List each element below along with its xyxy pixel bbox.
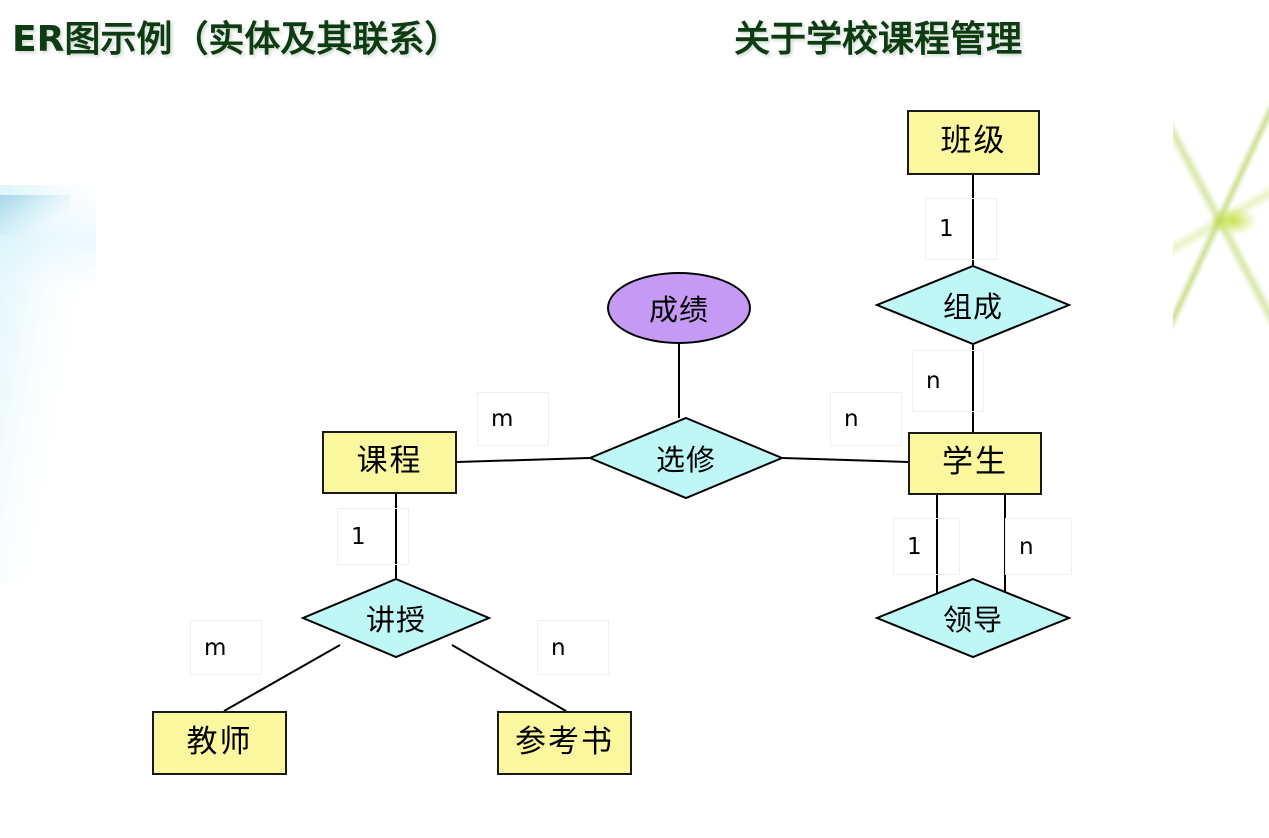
diamond-shape xyxy=(874,264,1072,346)
entity-reference[interactable]: 参考书 xyxy=(497,711,632,775)
cardinality-student-lead-card-1: 1 xyxy=(893,518,960,575)
entity-student[interactable]: 学生 xyxy=(908,432,1042,495)
entity-label: 教师 xyxy=(186,723,253,760)
diamond-shape xyxy=(300,577,492,659)
cardinality-course-elective-card: m xyxy=(477,392,549,446)
relationship-label: 选修 xyxy=(655,443,716,477)
entity-label: 班级 xyxy=(940,123,1007,159)
attribute-score[interactable]: 成绩 xyxy=(607,272,751,344)
relationship-teach[interactable]: 讲授 xyxy=(300,577,492,659)
connector-elective-student xyxy=(782,457,909,463)
relationship-lead[interactable]: 领导 xyxy=(874,577,1072,659)
entity-label: 参考书 xyxy=(515,723,614,760)
cardinality-elective-student-card: n xyxy=(830,392,902,446)
connector-teach-teacher xyxy=(223,644,341,712)
connector-course-elective xyxy=(456,457,590,463)
page-subtitle: 关于学校课程管理 xyxy=(734,19,1023,60)
entity-label: 学生 xyxy=(942,444,1008,480)
entity-class[interactable]: 班级 xyxy=(907,110,1040,175)
entity-label: 课程 xyxy=(356,443,423,479)
diamond-shape xyxy=(874,577,1072,659)
cardinality-compose-student-card: n xyxy=(912,350,984,412)
connector-teach-reference xyxy=(451,644,567,712)
page-title: ER图示例（实体及其联系） xyxy=(12,19,461,60)
attribute-label: 成绩 xyxy=(648,293,709,327)
relationship-label: 讲授 xyxy=(365,603,426,637)
entity-teacher[interactable]: 教师 xyxy=(152,711,287,775)
relationship-elective[interactable]: 选修 xyxy=(587,416,785,500)
relationship-label: 组成 xyxy=(942,290,1003,324)
relationship-compose[interactable]: 组成 xyxy=(874,264,1072,346)
cardinality-student-lead-card-n: n xyxy=(1005,518,1072,575)
entity-course[interactable]: 课程 xyxy=(322,431,457,494)
cardinality-teach-teacher-card: m xyxy=(190,620,262,675)
diamond-shape xyxy=(587,416,785,500)
cardinality-course-teach-card: 1 xyxy=(337,508,409,565)
relationship-label: 领导 xyxy=(942,603,1003,637)
cardinality-teach-reference-card: n xyxy=(537,620,609,675)
cardinality-class-compose-card: 1 xyxy=(925,198,997,260)
